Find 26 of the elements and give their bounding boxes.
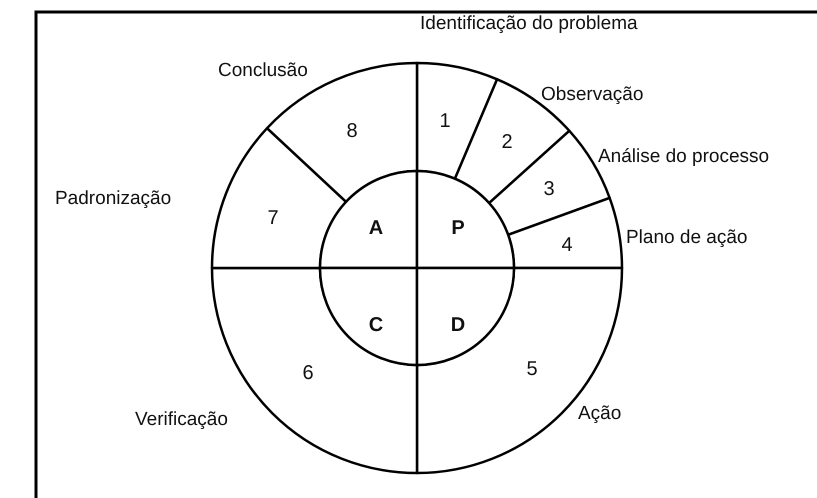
quadrant-letter: D bbox=[450, 314, 466, 336]
step-label: Verificação bbox=[135, 409, 228, 430]
step-label: Padronização bbox=[55, 188, 172, 209]
step-number: 2 bbox=[501, 131, 513, 153]
quadrant-letter: P bbox=[451, 217, 465, 239]
step-label: Observação bbox=[541, 84, 644, 105]
step-label: Ação bbox=[578, 403, 622, 424]
wheel-segment bbox=[506, 196, 624, 270]
quadrant-letter: C bbox=[368, 314, 384, 336]
step-number: 1 bbox=[439, 110, 451, 132]
inner-quadrant bbox=[416, 170, 516, 270]
inner-quadrant bbox=[318, 266, 418, 366]
step-label: Plano de ação bbox=[626, 227, 748, 248]
step-number: 7 bbox=[267, 207, 279, 229]
inner-quadrant bbox=[416, 266, 516, 366]
step-label: Conclusão bbox=[218, 60, 308, 81]
step-number: 8 bbox=[346, 120, 358, 142]
wheel-segment bbox=[416, 62, 498, 180]
step-number: 5 bbox=[526, 358, 538, 380]
inner-quadrant bbox=[318, 170, 418, 270]
step-label: Identificação do problema bbox=[420, 13, 638, 34]
step-number: 3 bbox=[543, 178, 555, 200]
quadrant-letter: A bbox=[368, 217, 384, 239]
step-number: 4 bbox=[561, 234, 573, 256]
step-number: 6 bbox=[302, 362, 314, 384]
step-label: Análise do processo bbox=[598, 146, 770, 167]
